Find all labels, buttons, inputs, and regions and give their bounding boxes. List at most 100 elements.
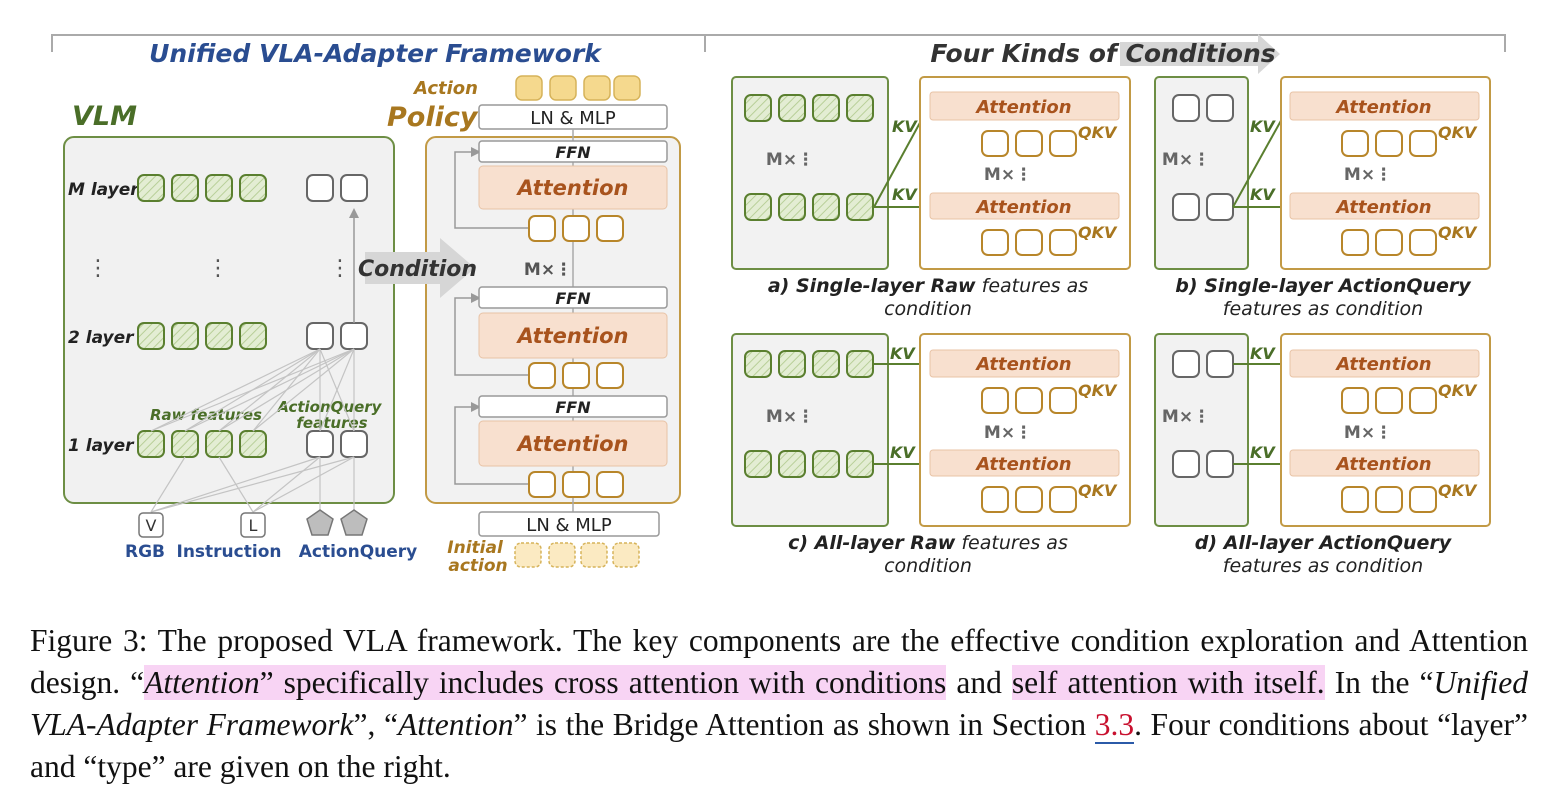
svg-text:KV: KV xyxy=(1250,117,1276,136)
panel-b-caption-line2: features as condition xyxy=(1223,298,1423,320)
svg-text:Attention: Attention xyxy=(516,176,629,200)
svg-text:QKV: QKV xyxy=(1438,123,1478,142)
policy-block: FFN Attention xyxy=(454,140,668,242)
svg-text:M×⋮: M×⋮ xyxy=(1162,150,1210,170)
condition-label: Condition xyxy=(358,257,477,282)
svg-text:FFN: FFN xyxy=(555,143,591,162)
svg-text:FFN: FFN xyxy=(555,398,591,417)
caption-text: In the “ xyxy=(1324,665,1434,700)
vlm-label: VLM xyxy=(72,101,137,132)
caption-text: ” is the Bridge Attention as shown in Se… xyxy=(513,707,1095,742)
svg-text:QKV: QKV xyxy=(1078,123,1118,142)
figure-caption: Figure 3: The proposed VLA framework. Th… xyxy=(30,620,1528,788)
conditions-title: Four Kinds of Conditions xyxy=(930,39,1275,68)
rgb-label: RGB xyxy=(125,542,165,562)
svg-text:KV: KV xyxy=(1250,443,1276,462)
condition-arrow-icon xyxy=(365,238,475,298)
svg-text:Attention: Attention xyxy=(1334,97,1431,118)
conditions-arrow-icon xyxy=(1118,34,1280,74)
figure-diagram: Unified VLA-Adapter Framework VLM M laye… xyxy=(51,34,1506,577)
svg-text:KV: KV xyxy=(890,344,916,363)
vlm-query-tokens-m xyxy=(306,174,368,202)
panel-d-caption-line2: features as condition xyxy=(1223,555,1423,577)
panel-c-caption-line2: condition xyxy=(884,555,972,577)
caption-attention-italic-2: Attention xyxy=(397,707,514,742)
vlm-raw-tokens-2 xyxy=(137,322,267,350)
ellipsis: ⋮ xyxy=(207,256,229,281)
svg-text:M×⋮: M×⋮ xyxy=(766,407,814,427)
v-token-label: V xyxy=(146,516,157,535)
panel-d-caption: d) All-layer ActionQuery xyxy=(1195,532,1453,554)
attention-connections xyxy=(150,348,355,513)
caption-highlight-text: ” specifically includes cross attention … xyxy=(259,665,947,700)
svg-text:KV: KV xyxy=(892,117,918,136)
svg-text:M×⋮: M×⋮ xyxy=(984,423,1032,443)
top-bracket xyxy=(51,34,1506,52)
svg-text:Attention: Attention xyxy=(974,97,1071,118)
vlm-raw-tokens-1 xyxy=(137,430,267,458)
svg-text:Attention: Attention xyxy=(974,197,1071,218)
panel-d: M×⋮ KV KV Attention QKV M×⋮ Attention QK… xyxy=(1154,333,1491,527)
caption-highlight: Attention” specifically includes cross a… xyxy=(144,665,947,700)
initial-action-tokens xyxy=(514,542,640,568)
layer-label-2: 2 layer xyxy=(68,328,135,348)
svg-text:QKV: QKV xyxy=(1078,223,1118,242)
l-token-label: L xyxy=(249,516,258,535)
ln-mlp-top-label: LN & MLP xyxy=(530,108,616,129)
action-label: Action xyxy=(412,78,478,99)
actionquery-pentagon-icon xyxy=(340,509,368,536)
caption-text: . Four conditions about “layer” and “typ… xyxy=(30,707,1528,784)
svg-text:QKV: QKV xyxy=(1438,481,1478,500)
svg-text:QKV: QKV xyxy=(1438,223,1478,242)
caption-text: and xyxy=(946,665,1012,700)
vlm-raw-tokens-m xyxy=(137,174,267,202)
initial-action-label: Initial action xyxy=(447,538,508,576)
svg-text:M×⋮: M×⋮ xyxy=(1162,407,1210,427)
svg-text:M×⋮: M×⋮ xyxy=(766,150,814,170)
svg-text:Attention: Attention xyxy=(974,454,1071,475)
svg-text:M×⋮: M×⋮ xyxy=(1344,423,1392,443)
svg-text:QKV: QKV xyxy=(1078,481,1118,500)
panel-b-caption: b) Single-layer ActionQuery xyxy=(1175,275,1472,297)
policy-block: FFN Attention xyxy=(454,395,668,498)
v-token xyxy=(138,512,164,538)
svg-text:Attention: Attention xyxy=(516,324,629,348)
action-tokens xyxy=(515,75,641,101)
caption-highlight-2: self attention with itself. xyxy=(1011,665,1325,700)
svg-text:QKV: QKV xyxy=(1078,381,1118,400)
l-token xyxy=(240,512,266,538)
svg-text:Attention: Attention xyxy=(516,432,629,456)
panel-c-caption: c) All-layer Raw features as xyxy=(788,532,1068,554)
svg-text:M×⋮: M×⋮ xyxy=(984,165,1032,185)
actionquery-pentagon-icon xyxy=(306,509,334,536)
ellipsis: ⋮ xyxy=(87,256,109,281)
panel-b: M×⋮ KV KV Attention QKV M×⋮ Attention QK… xyxy=(1154,76,1491,270)
panel-a: M×⋮ KV KV Attention QKV M×⋮ Attention QK… xyxy=(731,76,1131,270)
svg-text:KV: KV xyxy=(890,443,916,462)
panel-a-caption-line2: condition xyxy=(884,298,972,320)
svg-text:KV: KV xyxy=(892,185,918,204)
svg-text:KV: KV xyxy=(1250,344,1276,363)
svg-text:Attention: Attention xyxy=(1334,197,1431,218)
caption-text: Figure 3: The proposed VLA framework. Th… xyxy=(30,623,1528,700)
ln-mlp-bottom xyxy=(478,511,660,537)
svg-text:FFN: FFN xyxy=(555,289,591,308)
section-ref-link[interactable]: 3.3 xyxy=(1094,707,1135,744)
policy-label: Policy xyxy=(387,102,479,133)
panel-a-caption: a) Single-layer Raw features as xyxy=(768,275,1088,297)
caption-attention-italic: Attention xyxy=(144,665,260,700)
svg-text:KV: KV xyxy=(1250,185,1276,204)
ln-mlp-bottom-label: LN & MLP xyxy=(526,515,612,536)
panel-c: M×⋮ KV KV Attention QKV M×⋮ Attention QK… xyxy=(731,333,1131,527)
instruction-label: Instruction xyxy=(177,542,282,562)
svg-text:Attention: Attention xyxy=(974,354,1071,375)
vlm-box xyxy=(63,136,395,504)
svg-text:M×⋮: M×⋮ xyxy=(1344,165,1392,185)
svg-text:QKV: QKV xyxy=(1438,381,1478,400)
ellipsis: ⋮ xyxy=(329,256,351,281)
caption-text: ”, “ xyxy=(353,707,398,742)
caption-framework-italic: Unified VLA-Adapter Framework xyxy=(30,665,1529,742)
svg-text:Attention: Attention xyxy=(1334,354,1431,375)
layer-label-m: M layer xyxy=(68,180,140,200)
actionquery-label: ActionQuery xyxy=(299,542,418,562)
